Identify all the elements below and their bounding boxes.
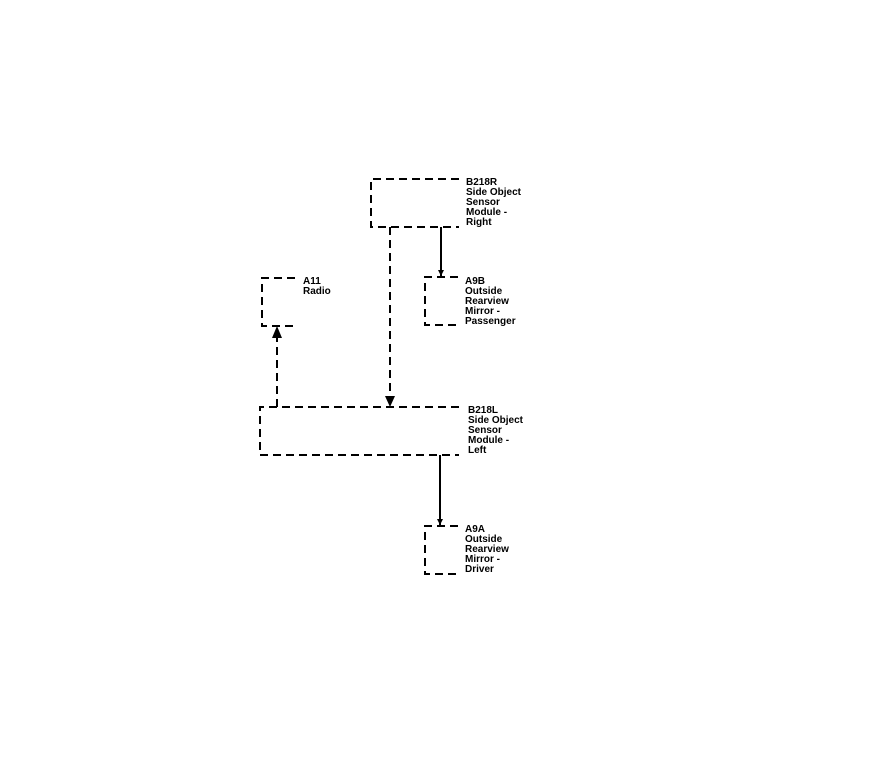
module-label-line: Outside: [465, 286, 503, 297]
module-label-line: Rearview: [465, 296, 509, 307]
module-label-line: Rearview: [465, 544, 509, 555]
module-label-line: Side Object: [468, 415, 524, 426]
module-label-line: Driver: [465, 564, 494, 575]
module-label-line: Right: [466, 217, 492, 228]
module-label-line: Side Object: [466, 187, 522, 198]
module-box-a9a: [424, 525, 458, 575]
module-box-b218r: [370, 178, 459, 228]
module-label-a11: A11 Radio: [303, 277, 331, 297]
arrowhead-into-a11: [272, 326, 282, 338]
module-label-line: A9B: [465, 276, 486, 287]
module-label-line: Module -: [468, 435, 510, 446]
module-box-a9b: [424, 276, 458, 326]
module-label-line: Sensor: [466, 197, 500, 208]
module-label-line: Radio: [303, 286, 331, 297]
module-label-line: Mirror -: [465, 554, 500, 565]
arrowhead-into-b218l: [385, 396, 395, 407]
module-label-line: Outside: [465, 534, 503, 545]
module-label-line: Mirror -: [465, 306, 500, 317]
module-label-line: A11: [303, 276, 321, 287]
module-label-line: Sensor: [468, 425, 502, 436]
module-box-b218l: [259, 406, 459, 456]
module-label-line: B218R: [466, 177, 498, 188]
module-label-a9b: A9B Outside Rearview Mirror - Passenger: [465, 277, 516, 327]
module-label-b218r: B218R Side Object Sensor Module - Right: [466, 178, 521, 228]
module-label-line: Passenger: [465, 316, 516, 327]
module-label-line: A9A: [465, 524, 486, 535]
module-label-a9a: A9A Outside Rearview Mirror - Driver: [465, 525, 509, 575]
module-label-line: Module -: [466, 207, 508, 218]
module-box-a11: [261, 277, 295, 327]
module-label-line: B218L: [468, 405, 499, 416]
module-label-line: Left: [468, 445, 487, 456]
module-label-b218l: B218L Side Object Sensor Module - Left: [468, 406, 523, 456]
